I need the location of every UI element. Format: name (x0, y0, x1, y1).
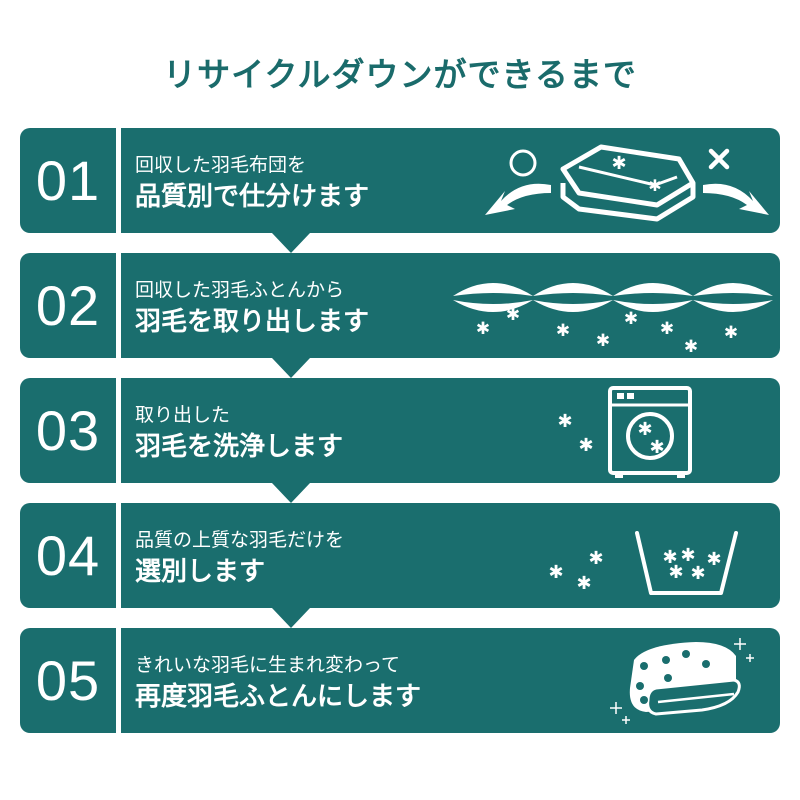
step-arrow (272, 233, 310, 253)
step-subtitle: 品質の上質な羽毛だけを (135, 529, 345, 551)
step-02: 02 回収した羽毛ふとんから 羽毛を取り出します ✱ ✱ ✱ ✱ ✱ ✱ ✱ ✱ (20, 253, 780, 378)
step-body: 取り出した 羽毛を洗浄します ✱✱ ✱ ✱ (121, 378, 780, 483)
step-01: 01 回収した羽毛布団を 品質別で仕分けます ✱ ✱ ○ × (20, 128, 780, 253)
svg-text:✱: ✱ (680, 545, 695, 566)
svg-text:✱: ✱ (556, 321, 570, 341)
step-body: 回収した羽毛布団を 品質別で仕分けます ✱ ✱ ○ × (121, 128, 780, 233)
basket-selection-icon: ✱✱✱ ✱✱✱ ✱✱ (548, 531, 738, 595)
page-title: リサイクルダウンができるまで (163, 55, 637, 94)
svg-text:✱: ✱ (637, 419, 652, 440)
svg-text:✱: ✱ (588, 548, 603, 569)
step-05: 05 きれいな羽毛に生まれ変わって 再度羽毛ふとんにします (20, 628, 780, 733)
step-arrow (272, 483, 310, 503)
svg-text:✱: ✱ (690, 563, 705, 584)
svg-text:✱: ✱ (724, 323, 738, 343)
svg-text:✱: ✱ (624, 309, 638, 329)
sorting-futon-icon: ✱ ✱ (485, 144, 769, 222)
step-03: 03 取り出した 羽毛を洗浄します ✱✱ ✱ ✱ (20, 378, 780, 503)
new-futon-icon (610, 638, 754, 724)
svg-text:✱: ✱ (578, 435, 593, 456)
svg-text:✱: ✱ (557, 411, 572, 432)
step-heading: 選別します (135, 557, 266, 587)
svg-text:✱: ✱ (706, 549, 721, 570)
step-heading: 品質別で仕分けます (135, 182, 370, 212)
washing-machine-icon: ✱✱ ✱ ✱ (557, 386, 692, 478)
step-arrow (272, 358, 310, 378)
step-number: 03 (20, 378, 116, 483)
svg-text:✱: ✱ (649, 437, 664, 458)
svg-text:✱: ✱ (662, 547, 677, 568)
step-subtitle: 回収した羽毛ふとんから (135, 279, 345, 301)
step-heading: 再度羽毛ふとんにします (135, 682, 422, 712)
svg-text:✱: ✱ (668, 562, 683, 583)
svg-text:✱: ✱ (684, 337, 698, 353)
step-body: 回収した羽毛ふとんから 羽毛を取り出します ✱ ✱ ✱ ✱ ✱ ✱ ✱ ✱ (121, 253, 780, 358)
step-number: 05 (20, 628, 116, 733)
step-number: 01 (20, 128, 116, 233)
step-subtitle: きれいな羽毛に生まれ変わって (135, 654, 401, 676)
step-body: きれいな羽毛に生まれ変わって 再度羽毛ふとんにします (121, 628, 780, 733)
step-arrow (272, 608, 310, 628)
step-number: 02 (20, 253, 116, 358)
feather-extract-icon: ✱ ✱ ✱ ✱ ✱ ✱ ✱ ✱ (453, 283, 773, 353)
svg-text:✱: ✱ (476, 319, 490, 339)
svg-text:✱: ✱ (596, 331, 610, 351)
step-subtitle: 回収した羽毛布団を (135, 154, 307, 176)
step-heading: 羽毛を取り出します (135, 307, 370, 337)
step-heading: 羽毛を洗浄します (135, 432, 344, 462)
step-subtitle: 取り出した (135, 404, 231, 426)
svg-text:✱: ✱ (660, 319, 674, 339)
step-04: 04 品質の上質な羽毛だけを 選別します ✱✱✱ ✱✱✱ ✱✱ (20, 503, 780, 608)
svg-text:✱: ✱ (548, 562, 563, 583)
svg-text:✱: ✱ (506, 305, 520, 325)
step-body: 品質の上質な羽毛だけを 選別します ✱✱✱ ✱✱✱ ✱✱ (121, 503, 780, 608)
step-number: 04 (20, 503, 116, 608)
feather-icon: ✱ (611, 153, 626, 174)
feather-icon: ✱ (648, 176, 661, 195)
svg-text:✱: ✱ (576, 573, 591, 594)
